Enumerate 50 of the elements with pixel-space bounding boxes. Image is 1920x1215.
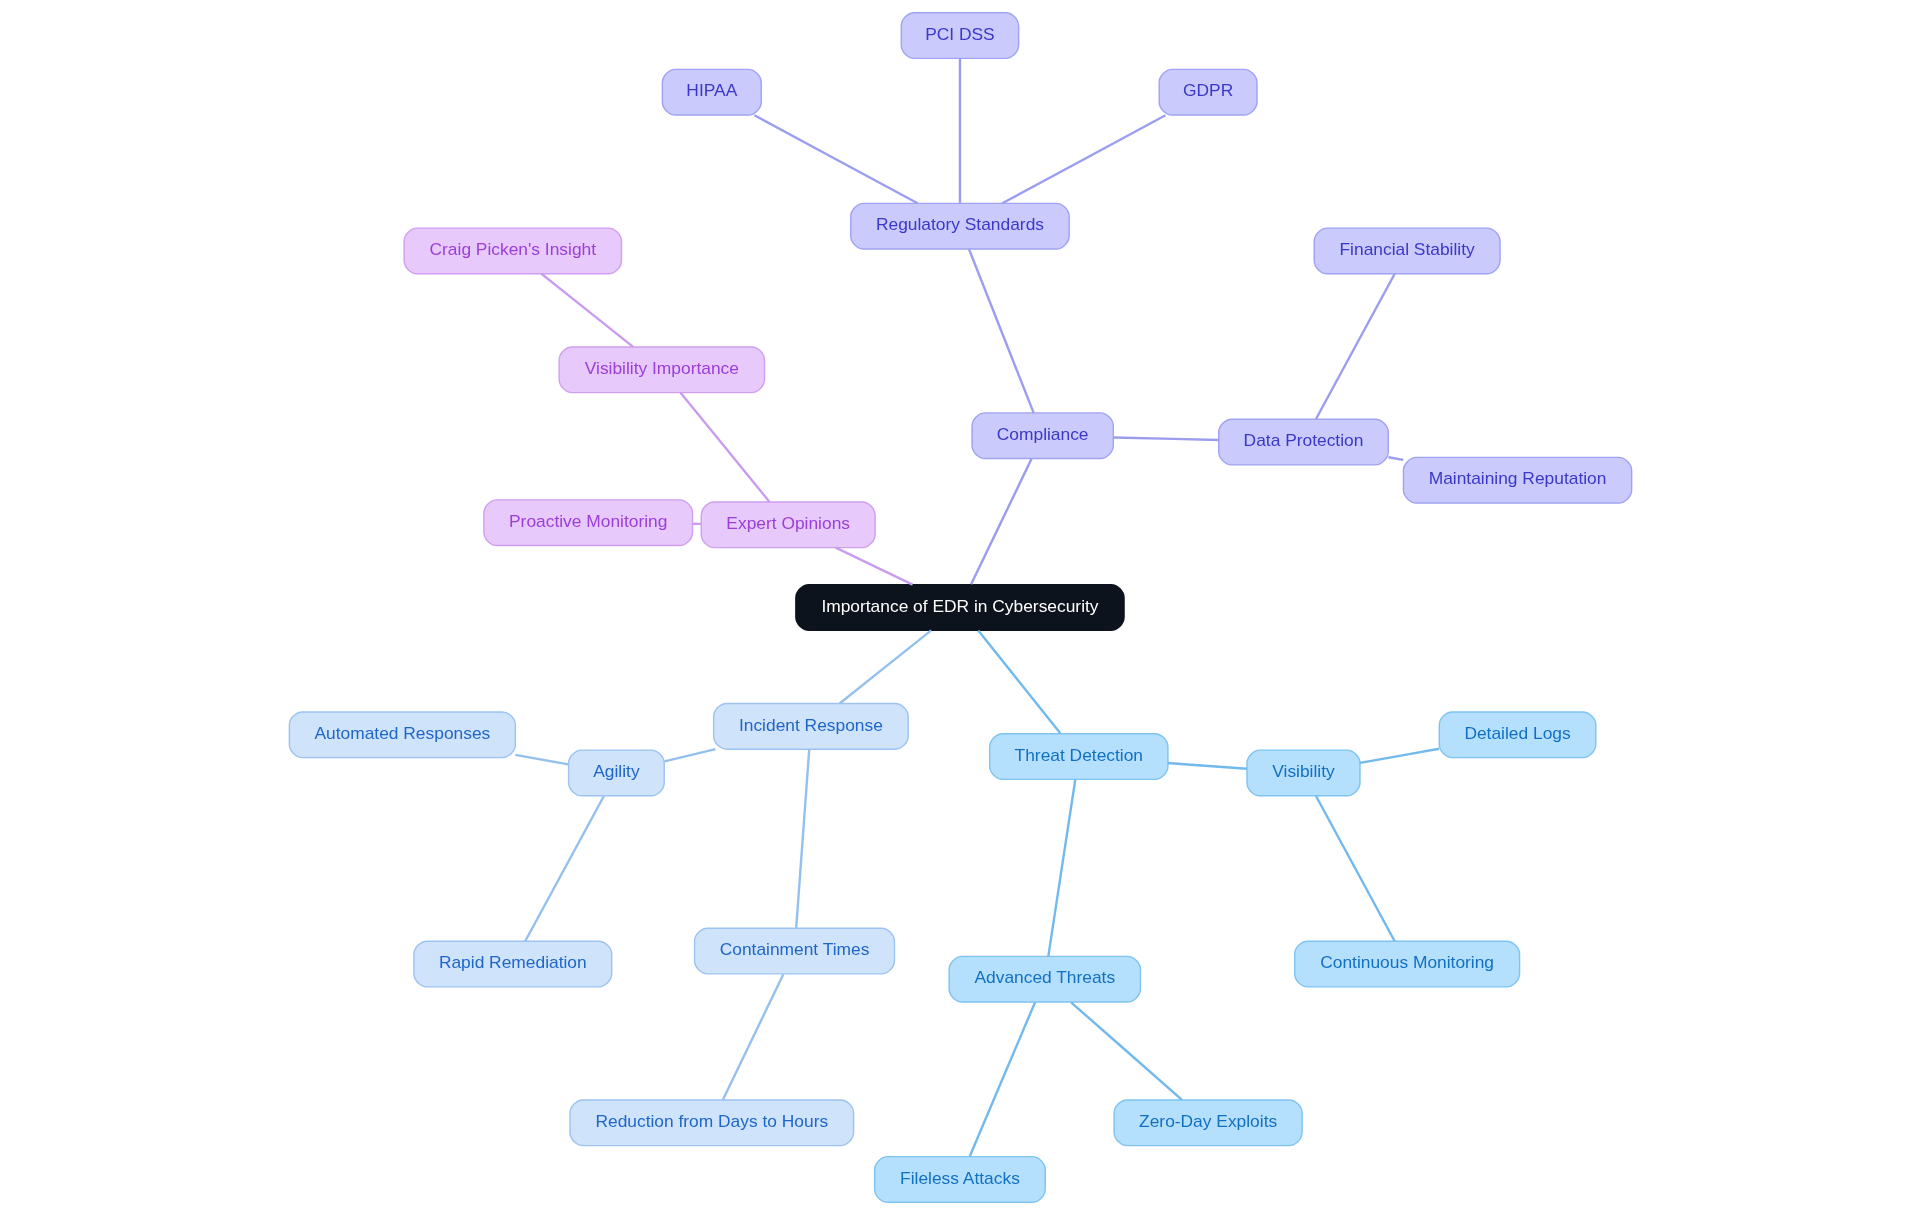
connector xyxy=(1314,273,1396,420)
node-box: Fileless Attacks xyxy=(873,1155,1046,1203)
connector xyxy=(958,58,961,204)
node-box: Visibility Importance xyxy=(557,346,765,394)
node-box: Expert Opinions xyxy=(700,501,876,549)
node-box: GDPR xyxy=(1158,68,1258,116)
node-box: Craig Picken's Insight xyxy=(402,227,622,275)
node-box: Maintaining Reputation xyxy=(1402,456,1632,504)
connector xyxy=(721,973,784,1101)
connector xyxy=(1001,114,1166,205)
connector xyxy=(834,546,913,586)
node-box: Agility xyxy=(567,749,665,797)
connector xyxy=(1069,1001,1183,1101)
node-box: HIPAA xyxy=(661,68,762,116)
connector xyxy=(663,748,716,763)
node-box: Zero-Day Exploits xyxy=(1112,1099,1303,1147)
node-box: Advanced Threats xyxy=(947,955,1141,1003)
connector xyxy=(540,272,634,348)
node-box: Automated Responses xyxy=(288,711,516,759)
node-box: Proactive Monitoring xyxy=(482,499,693,547)
connector xyxy=(523,795,605,942)
connector xyxy=(968,1001,1036,1157)
connector xyxy=(1113,436,1219,442)
node-box: Visibility xyxy=(1245,749,1361,797)
connector xyxy=(753,114,918,205)
connector xyxy=(1167,761,1247,770)
connector xyxy=(1046,779,1076,957)
node-box: Compliance xyxy=(970,412,1114,460)
node-box: Rapid Remediation xyxy=(412,940,612,988)
connector xyxy=(679,392,770,503)
connector xyxy=(1314,795,1396,942)
node-box: PCI DSS xyxy=(900,12,1019,60)
connector xyxy=(1387,456,1403,462)
node-box: Financial Stability xyxy=(1313,227,1501,275)
connector xyxy=(794,749,810,929)
node-box: Importance of EDR in Cybersecurity xyxy=(794,584,1125,632)
node-box: Reduction from Days to Hours xyxy=(568,1099,854,1147)
connector xyxy=(967,248,1035,414)
connector xyxy=(976,629,1061,735)
node-box: Data Protection xyxy=(1217,418,1389,466)
node-box: Threat Detection xyxy=(988,733,1169,781)
connector xyxy=(969,458,1033,585)
node-box: Incident Response xyxy=(712,702,909,750)
connector xyxy=(514,753,569,766)
node-box: Continuous Monitoring xyxy=(1293,940,1520,988)
node-box: Detailed Logs xyxy=(1438,711,1596,759)
node-box: Containment Times xyxy=(693,927,895,975)
connector xyxy=(838,629,932,705)
connector xyxy=(1359,747,1439,765)
node-box: Regulatory Standards xyxy=(849,202,1070,250)
